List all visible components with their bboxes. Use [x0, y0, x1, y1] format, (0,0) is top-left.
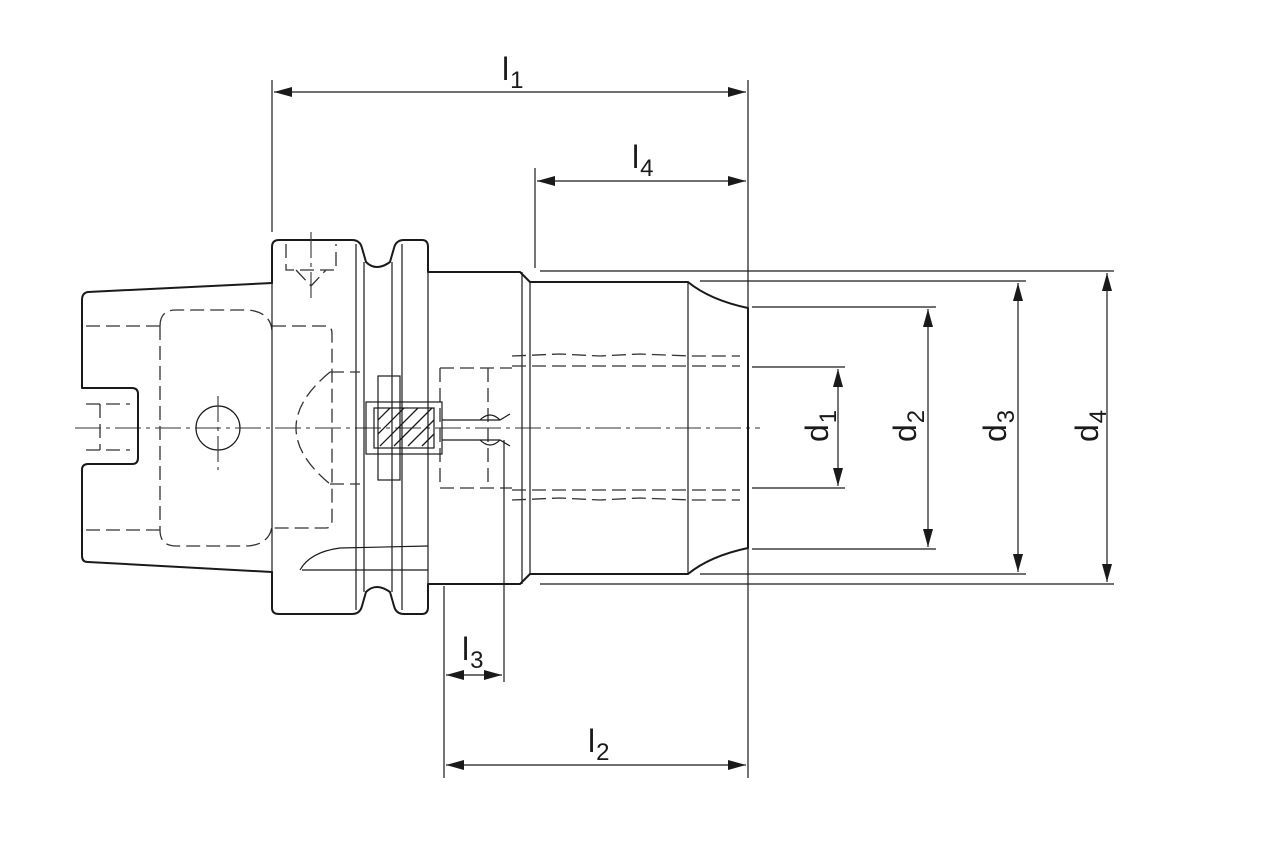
- flange: [271, 232, 531, 615]
- label-d4: d4: [1069, 410, 1112, 442]
- label-l2: l2: [588, 723, 609, 766]
- sleeve-body: [295, 272, 749, 584]
- dimension-lines: [274, 87, 1112, 770]
- label-d3: d3: [977, 410, 1020, 442]
- label-d2: d2: [887, 410, 930, 442]
- taper-shank: [81, 282, 333, 573]
- label-l4: l4: [632, 139, 653, 182]
- extension-lines: [271, 80, 1114, 778]
- dimension-labels: l1 l4 l3 l2 d1 d2 d3 d4: [462, 51, 1112, 766]
- label-d1: d1: [799, 410, 842, 442]
- adjustment-screw: [365, 375, 511, 481]
- label-l1: l1: [502, 51, 523, 94]
- label-l3: l3: [462, 631, 483, 674]
